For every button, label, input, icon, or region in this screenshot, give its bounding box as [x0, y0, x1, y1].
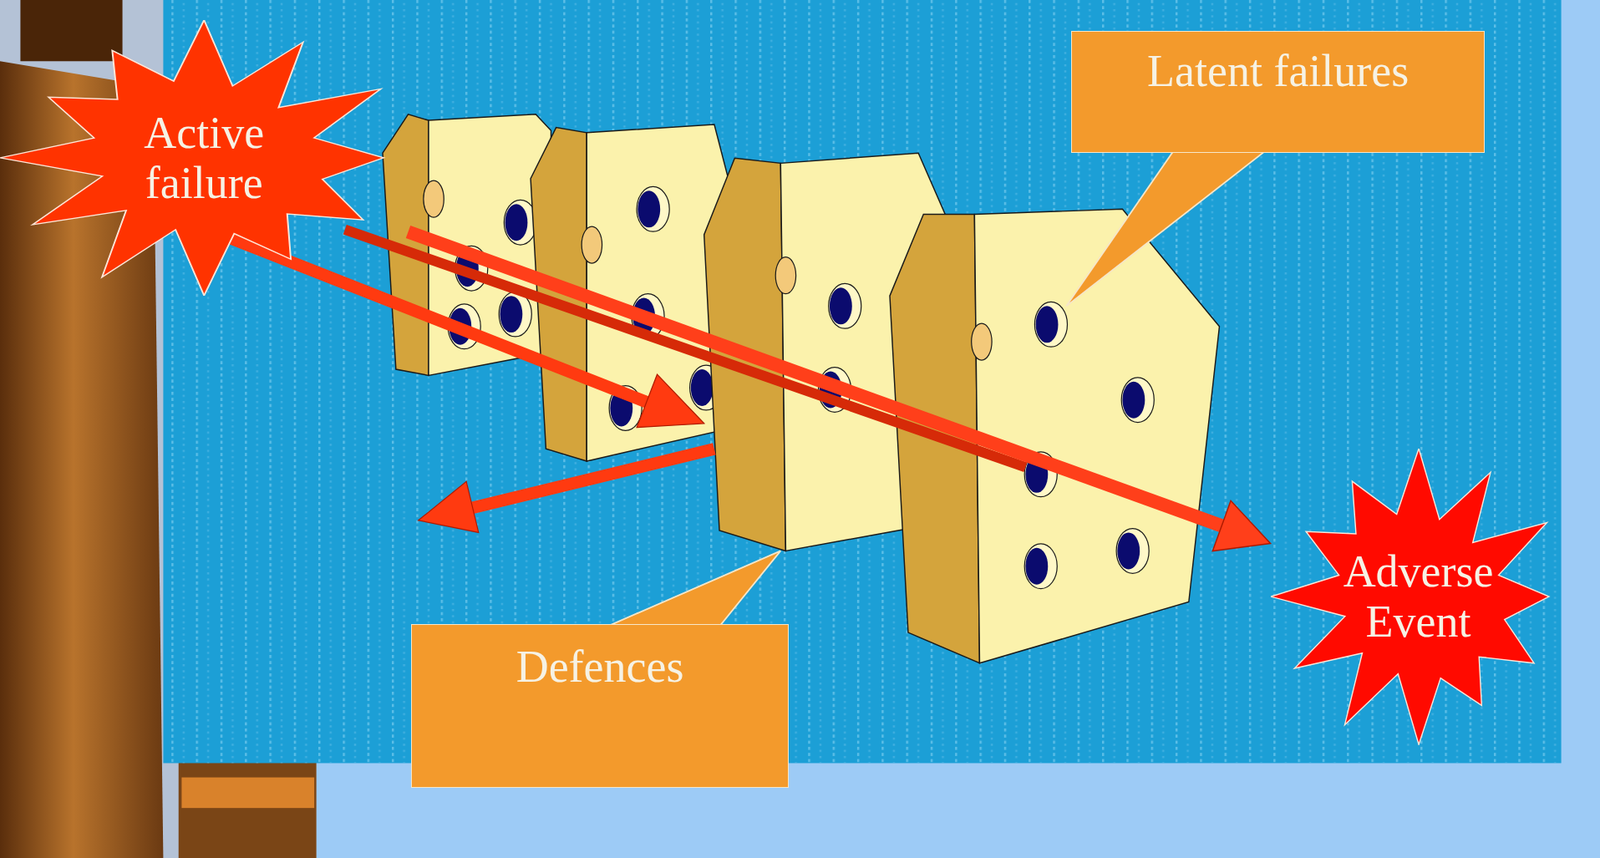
blue-panel [162, 0, 1561, 763]
slice-notch [423, 180, 444, 218]
starburst-node: Active failure [0, 20, 409, 296]
node-texts: Adverse Event [1315, 546, 1520, 648]
cheese-hole-depth [499, 295, 523, 333]
slice-notch [581, 226, 602, 264]
slice-notch [971, 323, 992, 361]
cheese-hole [498, 291, 532, 337]
hazard-rod [345, 229, 1027, 468]
cheese-hole [636, 186, 670, 232]
cheese-hole [1116, 528, 1149, 574]
failure-trajectory-arrow [408, 232, 1271, 552]
cheese-hole [1034, 301, 1067, 347]
cheese-hole-depth [1025, 548, 1048, 585]
hazard-arrows [216, 229, 1026, 534]
cheese-hole [1024, 543, 1057, 590]
bottle-label [181, 777, 315, 809]
cheese-hole [828, 283, 862, 329]
cheese-slice [530, 124, 730, 462]
cheese-hole-depth [1036, 305, 1059, 343]
stopped-arrow-head [418, 481, 479, 533]
panel-stripes [162, 0, 1561, 763]
node-texts: Latent failures [1084, 45, 1473, 97]
node-label: Latent failures [1084, 45, 1473, 97]
cheese-hole-depth [505, 203, 529, 241]
hazard-arrow-shaft [216, 232, 650, 403]
arrow-head [1212, 500, 1270, 551]
cheese-hole-depth [1117, 532, 1140, 569]
node-label: Active failure [86, 107, 322, 209]
hazard-arrow-head [636, 374, 705, 428]
starburst-node: Adverse Event [1270, 448, 1567, 745]
callout-box: Defences [411, 624, 789, 788]
cheese-hole-depth [637, 190, 661, 228]
arrow-shaft [408, 232, 1223, 527]
stopped-arrow-shaft [471, 448, 715, 508]
starburst-shape [1270, 448, 1550, 745]
bottle-neck [20, 0, 122, 61]
node-texts: Defences [426, 641, 773, 692]
cheese-hole-depth [1122, 381, 1145, 419]
cheese-hole [1121, 377, 1154, 423]
slice-notch [775, 257, 796, 295]
node-label: Adverse Event [1315, 546, 1520, 648]
cheese-hole [1024, 452, 1057, 498]
bottle-base [178, 750, 317, 858]
cheese-hole-depth [1025, 456, 1048, 493]
node-texts: Active failure [86, 107, 322, 209]
starburst-shape [0, 20, 384, 296]
callout-pointer [1066, 151, 1265, 307]
node-label: Defences [426, 641, 773, 692]
callout-pointer [607, 550, 782, 626]
cheese-hole-depth [829, 287, 853, 325]
callout-box: Latent failures [1071, 30, 1485, 154]
cheese-hole-depth [690, 369, 714, 407]
